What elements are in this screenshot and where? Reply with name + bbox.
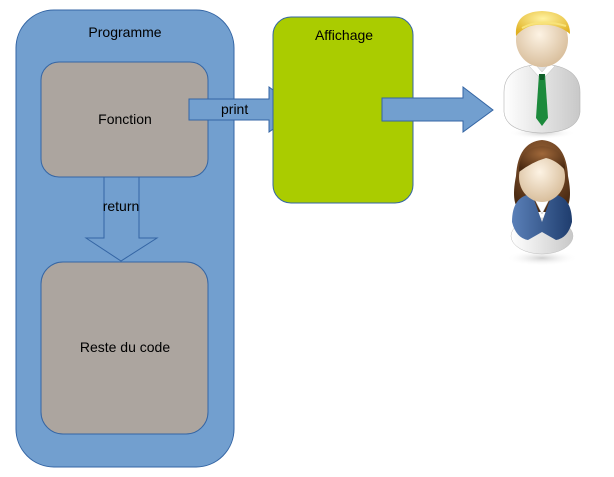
- reste-du-code-box: [40, 261, 209, 435]
- affichage-label: Affichage: [315, 27, 373, 43]
- print-label: print: [221, 101, 248, 117]
- woman-user-icon: [506, 140, 578, 266]
- fonction-label: Fonction: [98, 111, 152, 127]
- programme-label: Programme: [88, 24, 161, 40]
- reste-du-code-label: Reste du code: [80, 339, 170, 355]
- return-label: return: [103, 198, 140, 214]
- return-arrow: [84, 176, 159, 262]
- man-user-icon: [503, 11, 581, 139]
- output-arrow: [381, 85, 494, 133]
